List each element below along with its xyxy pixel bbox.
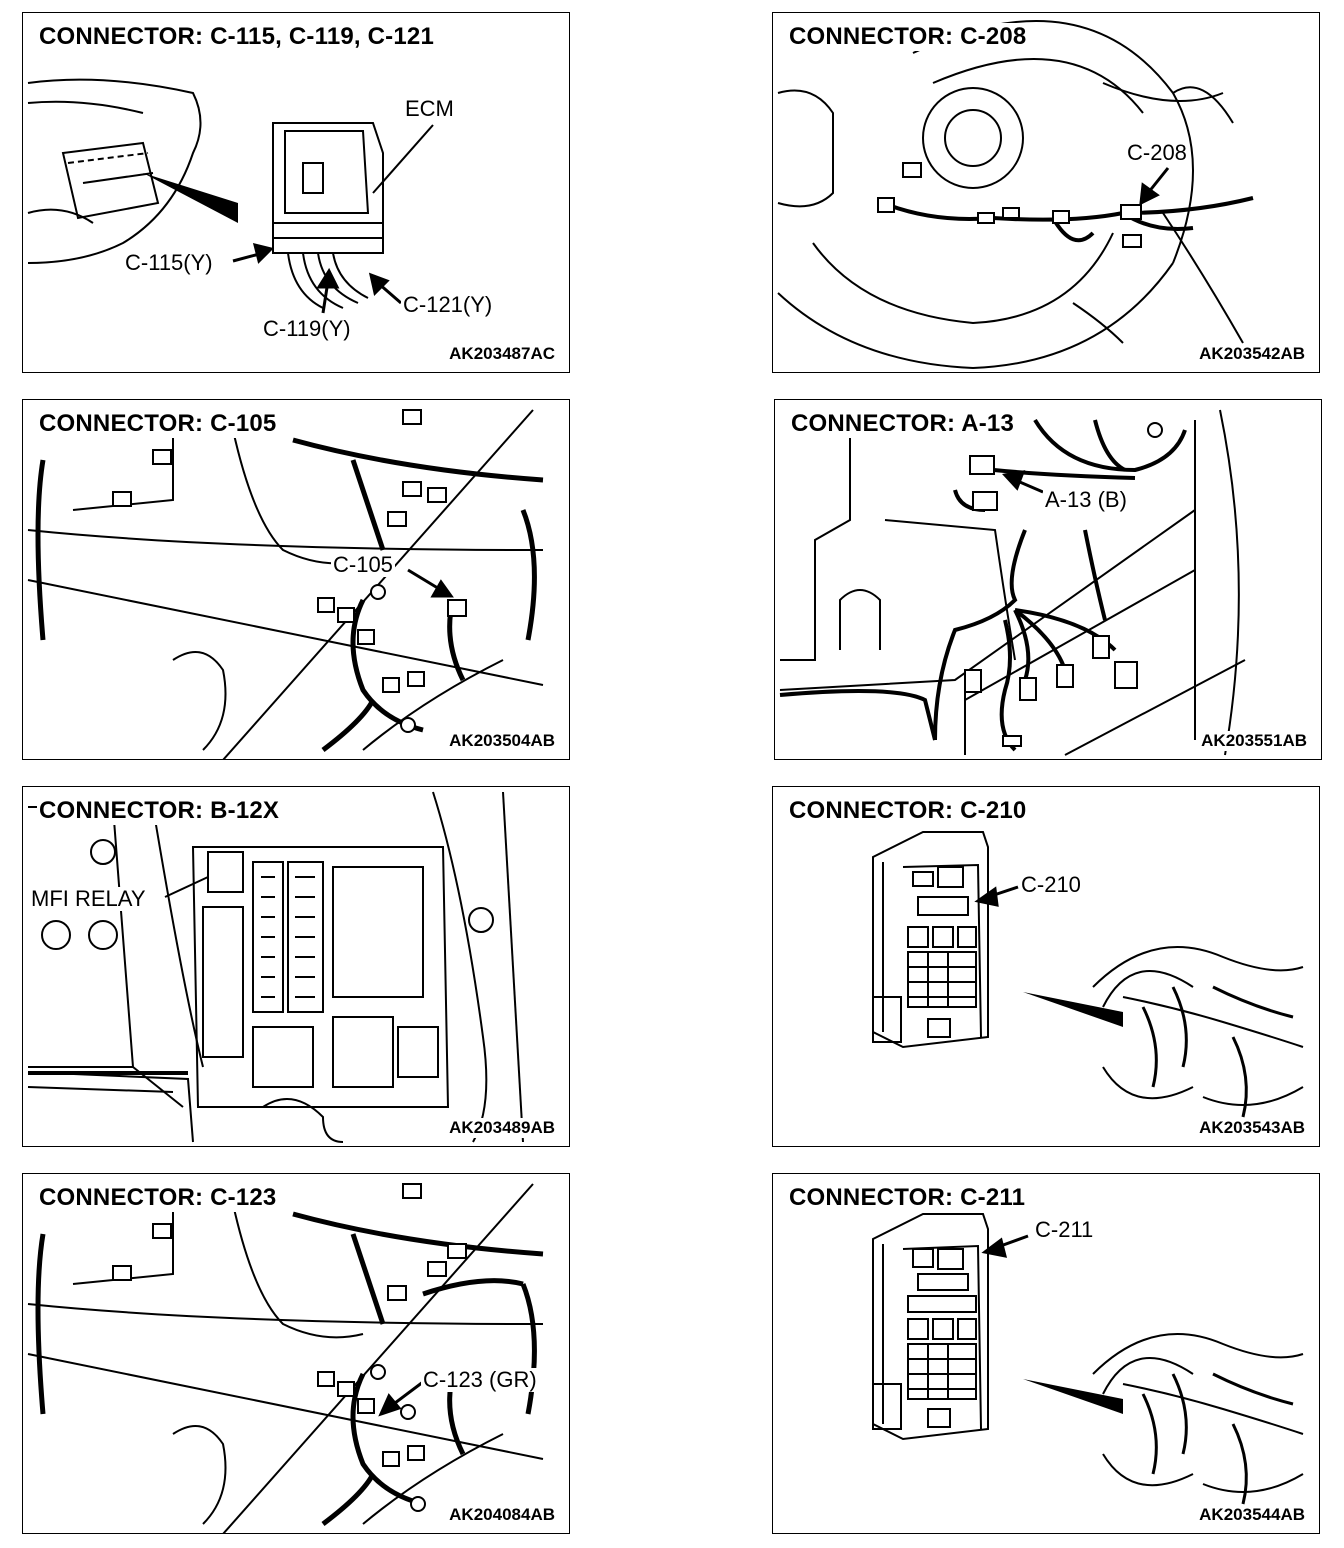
figure-code: AK203543AB xyxy=(1197,1118,1307,1138)
figure-code: AK203544AB xyxy=(1197,1505,1307,1525)
figure-code: AK203487AC xyxy=(447,344,557,364)
panel-title: CONNECTOR: A-13 xyxy=(789,410,1017,438)
harness-illustration-c105 xyxy=(27,409,544,759)
ecm-illustration xyxy=(27,78,434,314)
label-c123-gr: C-123 (GR) xyxy=(421,1367,539,1392)
label-a13-b: A-13 (B) xyxy=(1043,487,1129,512)
panel-a13: CONNECTOR: A-13 A-13 (B) AK203551AB xyxy=(774,399,1322,760)
junction-block-illustration-c210 xyxy=(872,831,1304,1118)
label-c210: C-210 xyxy=(1019,872,1083,897)
panel-c105: CONNECTOR: C-105 C-105 AK203504AB xyxy=(22,399,570,760)
figure-code: AK203489AB xyxy=(447,1118,557,1138)
relay-box-illustration xyxy=(27,791,524,1143)
label-mfi-relay: MFI RELAY xyxy=(29,886,148,911)
panel-c210: CONNECTOR: C-210 C-210 AK203543AB xyxy=(772,786,1320,1147)
figure-code: AK203504AB xyxy=(447,731,557,751)
panel-title: CONNECTOR: C-105 xyxy=(37,410,279,438)
panel-title: CONNECTOR: C-115, C-119, C-121 xyxy=(37,23,437,51)
panel-title: CONNECTOR: C-211 xyxy=(787,1184,1028,1212)
panel-b12x: CONNECTOR: B-12X MFI RELAY AK203489AB xyxy=(22,786,570,1147)
panel-title: CONNECTOR: C-208 xyxy=(787,23,1029,51)
panel-title: CONNECTOR: C-123 xyxy=(37,1184,279,1212)
panel-title: CONNECTOR: C-210 xyxy=(787,797,1029,825)
label-c105: C-105 xyxy=(331,552,395,577)
label-ecm: ECM xyxy=(403,96,456,121)
figure-code: AK204084AB xyxy=(447,1505,557,1525)
harness-illustration-c123 xyxy=(27,1183,544,1533)
panel-c208: CONNECTOR: C-208 C-208 AK203542AB xyxy=(772,12,1320,373)
panel-c115-c119-c121: CONNECTOR: C-115, C-119, C-121 ECM C-115… xyxy=(22,12,570,373)
steering-column-illustration xyxy=(777,20,1254,370)
panel-c211: CONNECTOR: C-211 C-211 AK203544AB xyxy=(772,1173,1320,1534)
panel-c123: CONNECTOR: C-123 C-123 (GR) AK204084AB xyxy=(22,1173,570,1534)
label-c208: C-208 xyxy=(1125,140,1189,165)
label-c119: C-119(Y) xyxy=(261,316,353,341)
label-c115: C-115(Y) xyxy=(123,250,215,275)
harness-illustration-a13 xyxy=(779,409,1246,756)
figure-code: AK203542AB xyxy=(1197,344,1307,364)
label-c121: C-121(Y) xyxy=(401,292,495,317)
panel-title: CONNECTOR: B-12X xyxy=(37,797,282,825)
figure-code: AK203551AB xyxy=(1199,731,1309,751)
junction-block-illustration-c211 xyxy=(872,1213,1304,1505)
label-c211: C-211 xyxy=(1033,1217,1096,1242)
